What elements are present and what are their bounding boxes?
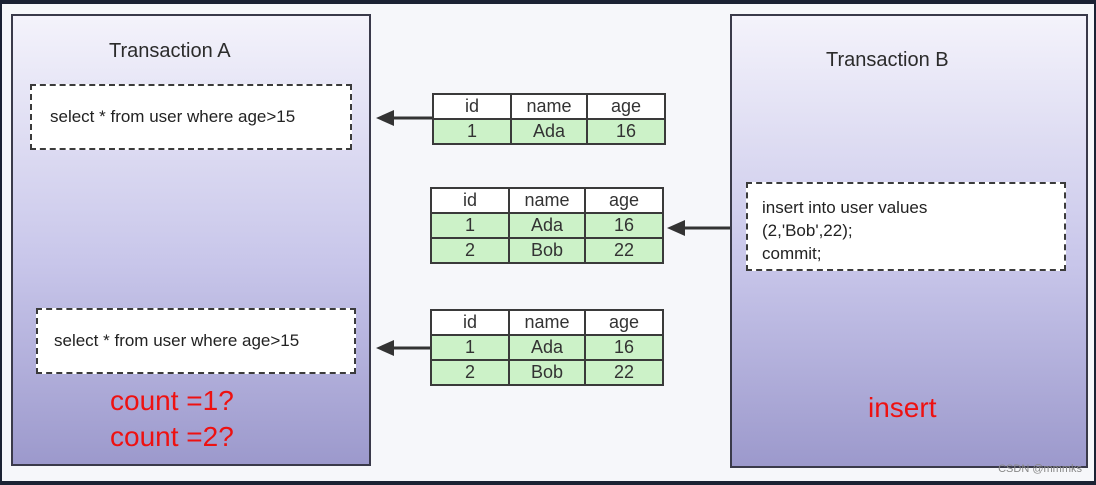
header-name: name <box>510 93 588 120</box>
header-id: id <box>430 187 510 214</box>
cell-age: 22 <box>584 359 664 386</box>
insert-label: insert <box>868 392 937 423</box>
cell-name: Ada <box>510 118 588 145</box>
insert-line-1: insert into user values <box>762 198 928 217</box>
cell-id: 2 <box>430 359 510 386</box>
table-row: 2 Bob 22 <box>430 359 664 386</box>
cell-id: 2 <box>430 237 510 264</box>
header-age: age <box>584 187 664 214</box>
user-table-after-insert: id name age 1 Ada 16 2 Bob 22 <box>430 187 664 264</box>
header-name: name <box>508 187 586 214</box>
user-table-second-read: id name age 1 Ada 16 2 Bob 22 <box>430 309 664 386</box>
arrow-table1-to-query1 <box>376 110 432 126</box>
cell-age: 16 <box>584 334 664 361</box>
table-header-row: id name age <box>430 187 664 214</box>
watermark: CSDN @mmmks <box>998 463 1082 475</box>
cell-id: 1 <box>430 212 510 239</box>
insert-statement-box: insert into user values (2,'Bob',22); co… <box>746 182 1066 271</box>
first-select-query-text: select * from user where age>15 <box>50 107 296 126</box>
header-id: id <box>432 93 512 120</box>
transaction-a-title: Transaction A <box>109 40 231 62</box>
second-select-query-box: select * from user where age>15 <box>36 308 356 374</box>
header-id: id <box>430 309 510 336</box>
cell-name: Bob <box>508 237 586 264</box>
header-age: age <box>586 93 666 120</box>
insert-line-2: (2,'Bob',22); <box>762 221 853 240</box>
table-row: 1 Ada 16 <box>430 334 664 361</box>
header-name: name <box>508 309 586 336</box>
user-table-before-insert: id name age 1 Ada 16 <box>432 93 666 145</box>
count-two-question: count =2? <box>110 421 234 452</box>
cell-name: Ada <box>508 212 586 239</box>
table-header-row: id name age <box>432 93 666 120</box>
header-age: age <box>584 309 664 336</box>
first-select-query-box: select * from user where age>15 <box>30 84 352 150</box>
count-one-question: count =1? <box>110 385 234 416</box>
cell-name: Ada <box>508 334 586 361</box>
cell-id: 1 <box>430 334 510 361</box>
cell-name: Bob <box>508 359 586 386</box>
table-row: 1 Ada 16 <box>432 118 666 145</box>
cell-age: 16 <box>586 118 666 145</box>
cell-id: 1 <box>432 118 512 145</box>
second-select-query-text: select * from user where age>15 <box>54 331 300 350</box>
arrow-table3-to-query2 <box>376 340 430 356</box>
arrow-insert-to-table2 <box>667 220 730 236</box>
cell-age: 16 <box>584 212 664 239</box>
cell-age: 22 <box>584 237 664 264</box>
table-row: 1 Ada 16 <box>430 212 664 239</box>
transaction-b-title: Transaction B <box>826 49 949 71</box>
insert-line-3: commit; <box>762 244 822 263</box>
table-header-row: id name age <box>430 309 664 336</box>
table-row: 2 Bob 22 <box>430 237 664 264</box>
